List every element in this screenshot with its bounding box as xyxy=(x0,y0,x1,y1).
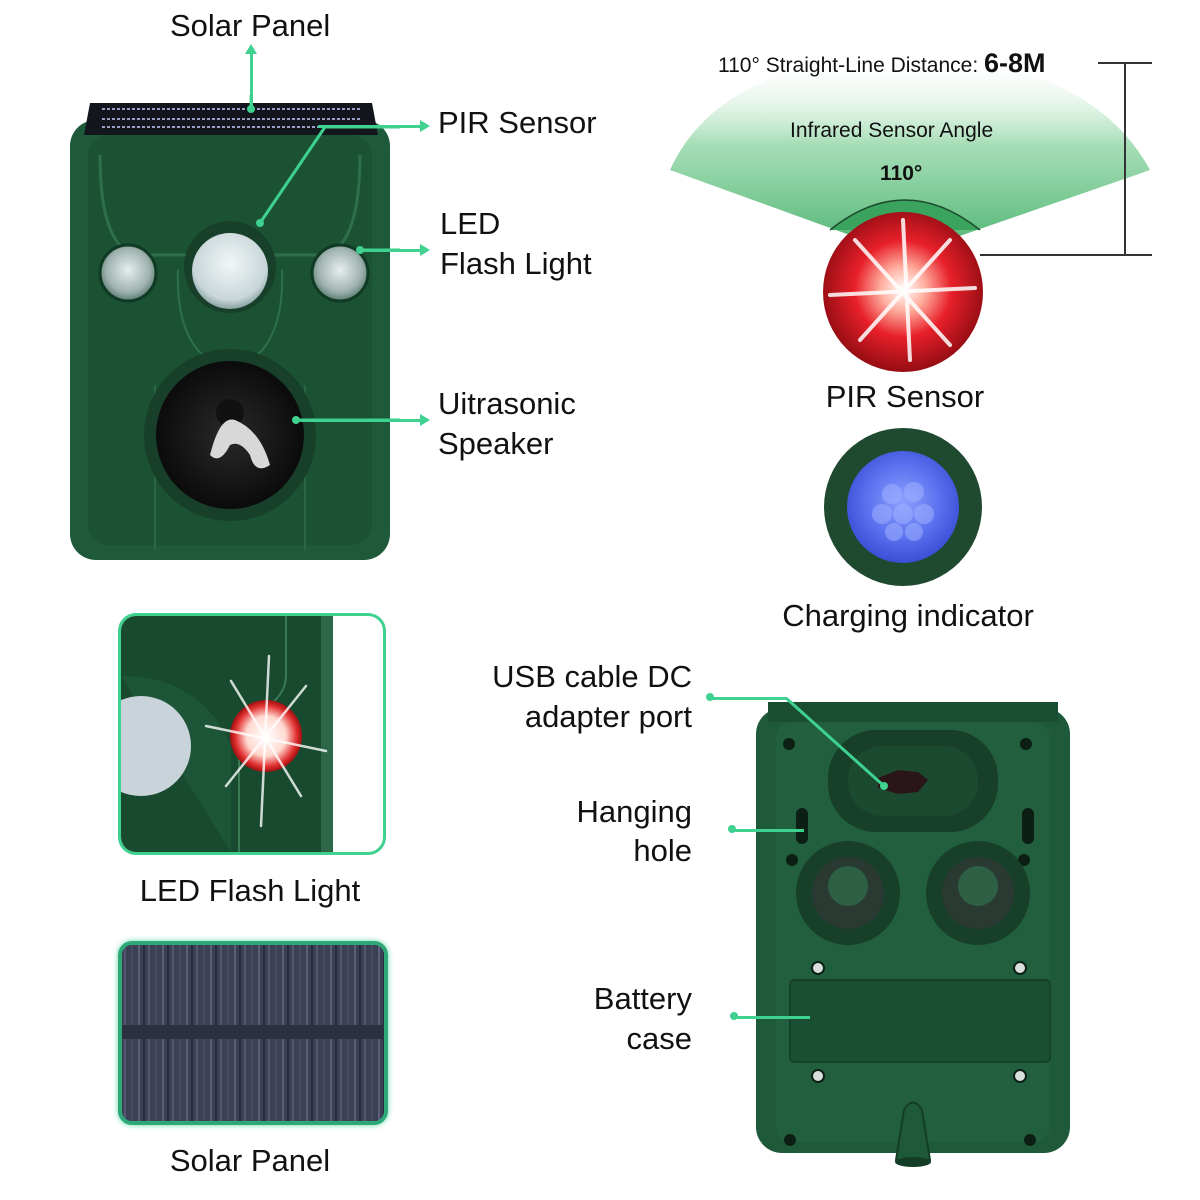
front-view-device xyxy=(60,95,400,565)
usb-callout-arrow-icon xyxy=(706,693,714,701)
speaker-callout-line xyxy=(300,419,426,422)
usb-callout-line xyxy=(712,697,787,700)
distance-value: 6-8M xyxy=(984,48,1046,78)
label-usb-line2: adapter port xyxy=(524,699,692,734)
device-back-illustration xyxy=(756,702,1070,1167)
angle-value: 110° xyxy=(880,162,923,185)
charging-indicator-illustration xyxy=(822,426,984,588)
sensor-angle-diagram xyxy=(660,40,1200,380)
led-callout-arrow-icon xyxy=(420,244,430,256)
label-charging-indicator: Charging indicator xyxy=(782,598,1034,633)
solar-panel-closeup-icon xyxy=(122,945,384,1121)
label-pir-sensor-diagram: PIR Sensor xyxy=(825,379,985,414)
label-battery-line2: case xyxy=(626,1021,692,1056)
pir-callout-line xyxy=(318,125,426,128)
back-view-device xyxy=(748,700,1078,1170)
label-solar-panel-top: Solar Panel xyxy=(170,8,331,43)
label-led-line2: Flash Light xyxy=(440,246,592,281)
angle-title: Infrared Sensor Angle xyxy=(790,119,994,142)
pir-callout-arrow-icon xyxy=(420,120,430,132)
hanging-callout-line xyxy=(734,829,804,832)
label-usb-line1: USB cable DC xyxy=(492,659,692,694)
label-speaker-line2: Speaker xyxy=(438,426,554,461)
solar-callout-arrow-icon xyxy=(245,44,257,54)
label-speaker-line1: Uitrasonic xyxy=(438,386,576,421)
led-flash-closeup-panel xyxy=(118,613,386,855)
label-pir-sensor-front: PIR Sensor xyxy=(438,105,597,140)
distance-text: 110° Straight-Line Distance: 6-8M xyxy=(718,46,1046,83)
label-battery-line1: Battery xyxy=(593,981,692,1016)
hanging-callout-arrow-icon xyxy=(728,825,736,833)
distance-prefix: 110° Straight-Line Distance: xyxy=(718,54,984,77)
device-front-illustration xyxy=(70,95,400,560)
fov-cone-illustration xyxy=(670,55,1152,372)
battery-callout-arrow-icon xyxy=(730,1012,738,1020)
label-hanging-line2: hole xyxy=(633,833,692,868)
label-led-line1: LED xyxy=(440,206,501,241)
battery-callout-line xyxy=(736,1016,810,1019)
label-hanging-line1: Hanging xyxy=(576,794,692,829)
speaker-callout-arrow-icon xyxy=(420,414,430,426)
solar-panel-closeup-panel xyxy=(118,941,388,1125)
label-solar-panel-closeup: Solar Panel xyxy=(169,1143,331,1178)
usb-callout-diagonal xyxy=(784,696,888,790)
led-flash-closeup-icon xyxy=(121,616,333,852)
led-callout-line xyxy=(360,249,426,252)
solar-callout-line xyxy=(250,48,253,108)
label-led-flash-closeup: LED Flash Light xyxy=(139,873,361,908)
